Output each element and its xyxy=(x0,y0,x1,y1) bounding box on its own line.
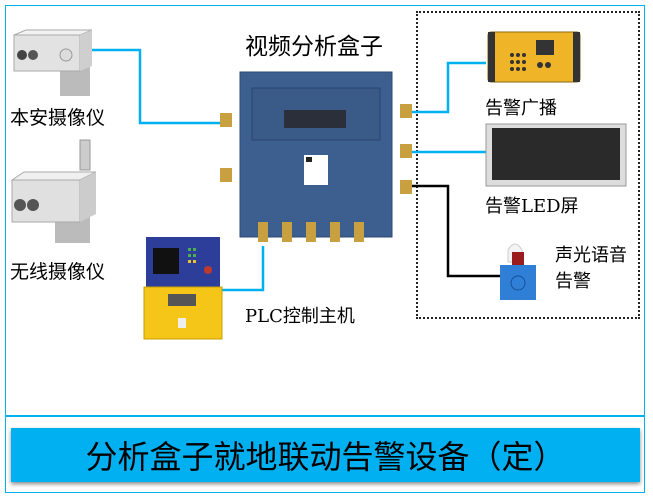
connection-lines xyxy=(10,29,627,340)
plc-controller-image xyxy=(143,237,223,340)
outer-frame xyxy=(5,5,645,493)
alarm-label-line2: 告警 xyxy=(555,271,591,292)
sound-light-alarm-image xyxy=(500,243,536,300)
alarm-devices-group xyxy=(416,11,640,319)
divider xyxy=(5,415,645,417)
led-label: 告警LED屏 xyxy=(485,196,579,217)
wireless-camera-image xyxy=(10,139,97,243)
camera-to-box-line xyxy=(82,48,226,125)
alarm-led-screen-image xyxy=(485,123,627,187)
analysis-box-title: 视频分析盒子 xyxy=(245,34,383,60)
wireless-camera-label: 无线摄像仪 xyxy=(10,261,106,283)
plc-to-box-line xyxy=(222,246,265,292)
video-analysis-box-image xyxy=(220,71,412,242)
alarm-broadcast-image xyxy=(487,31,581,83)
banner-title: 分析盒子就地联动告警设备（定） xyxy=(11,428,640,482)
intrinsic-camera-label: 本安摄像仪 xyxy=(10,107,106,129)
alarm-label-line1: 声光语音 xyxy=(555,245,627,266)
plc-label: PLC控制主机 xyxy=(245,306,355,327)
box-to-alarm-line xyxy=(408,184,508,278)
intrinsic-camera-image xyxy=(13,29,93,96)
box-to-broadcast-line xyxy=(408,61,486,114)
broadcast-label: 告警广播 xyxy=(485,98,557,119)
